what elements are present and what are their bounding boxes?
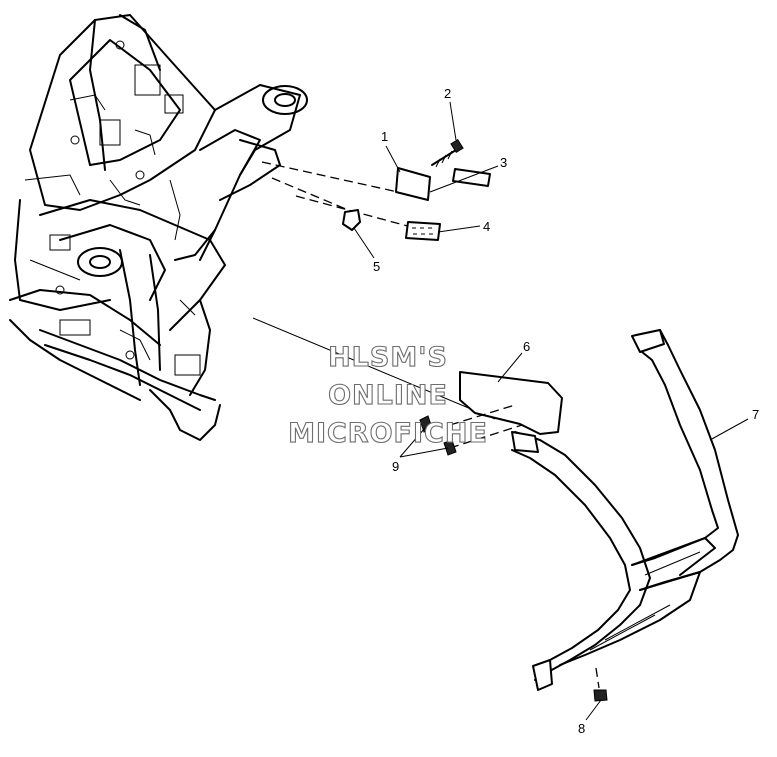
label-pad bbox=[452, 168, 491, 187]
callout-6: 6 bbox=[523, 339, 530, 354]
callout-4: 4 bbox=[483, 219, 490, 234]
bumper-assembly bbox=[252, 317, 739, 702]
watermark-line-1: HLSM'S bbox=[328, 342, 448, 373]
callout-3: 3 bbox=[500, 155, 507, 170]
callout-2: 2 bbox=[444, 86, 451, 101]
bolt bbox=[431, 149, 457, 166]
watermark-line-3: MICROFICHE bbox=[288, 418, 488, 449]
callout-7: 7 bbox=[752, 407, 759, 422]
fastener-upper bbox=[419, 415, 433, 433]
watermark-line-2: ONLINE bbox=[328, 380, 448, 411]
bumper-arm-right bbox=[635, 329, 739, 591]
fastener-lower bbox=[443, 439, 457, 456]
watermark: HLSM'S ONLINE MICROFICHE bbox=[288, 341, 488, 449]
leader-lines bbox=[353, 101, 749, 721]
callout-1: 1 bbox=[381, 129, 388, 144]
connector-block bbox=[405, 221, 441, 241]
bumper-bolt bbox=[593, 689, 608, 702]
callout-8: 8 bbox=[578, 721, 585, 736]
callout-5: 5 bbox=[373, 259, 380, 274]
bracket-plate bbox=[395, 167, 431, 201]
mounting-hardware bbox=[261, 138, 491, 241]
vehicle-frame bbox=[9, 14, 308, 441]
clip bbox=[342, 209, 361, 231]
bumper-tube bbox=[514, 431, 651, 681]
callout-labels: 1 2 3 4 5 6 7 8 9 bbox=[373, 86, 759, 736]
bumper-plate bbox=[459, 371, 563, 435]
callout-9: 9 bbox=[392, 459, 399, 474]
